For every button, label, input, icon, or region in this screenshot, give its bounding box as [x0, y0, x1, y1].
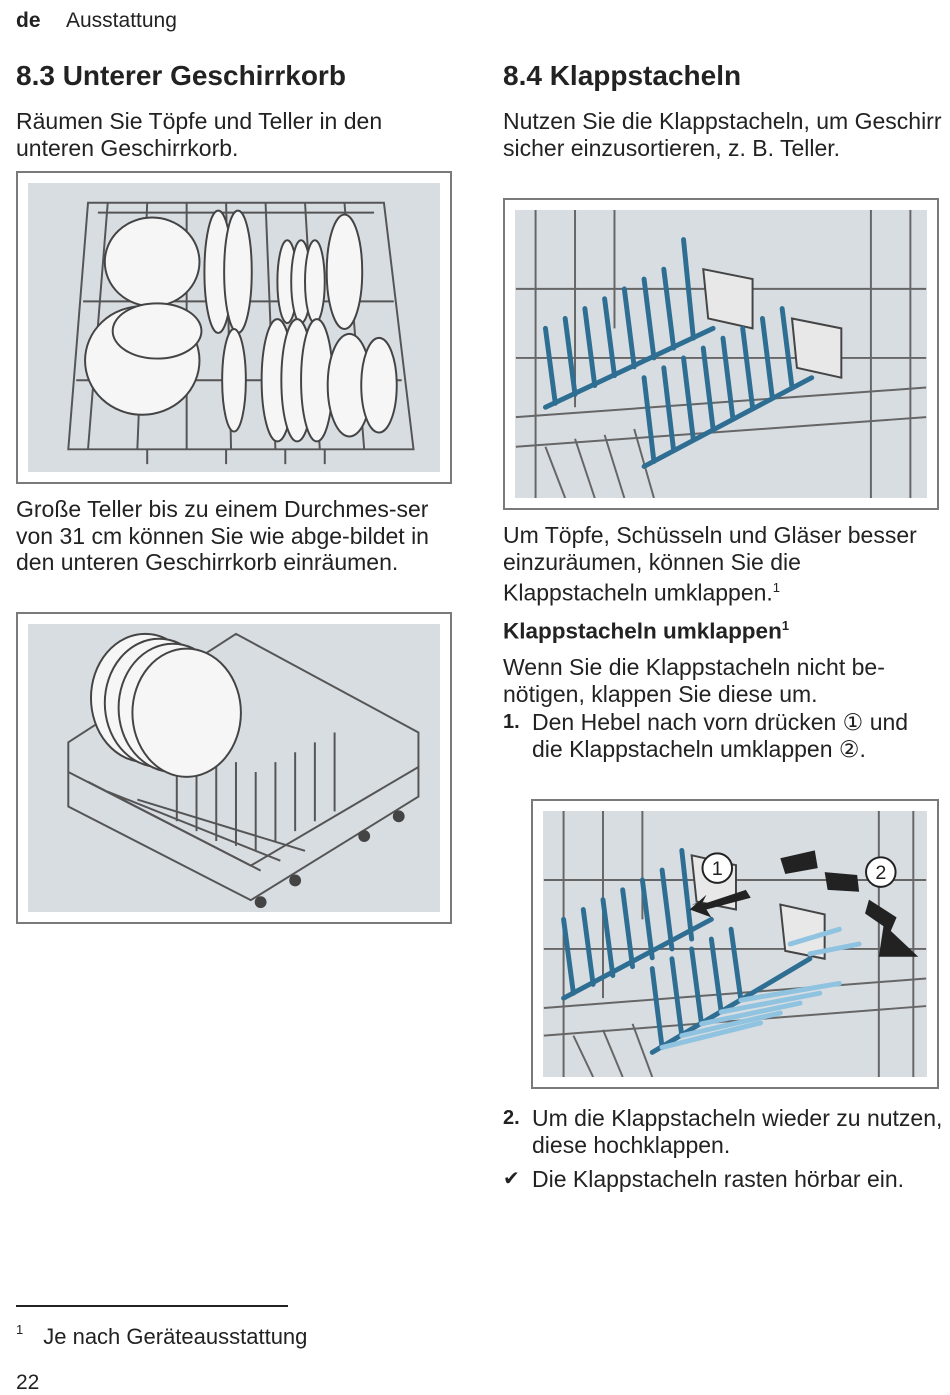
- large-plates-text: Große Teller bis zu einem Durchmes-ser v…: [16, 496, 429, 575]
- fold-info-text: Um Töpfe, Schüsseln und Gläser besser ei…: [503, 522, 943, 606]
- step-2-number: 2.: [503, 1107, 520, 1129]
- fold-info-text-main: Um Töpfe, Schüsseln und Gläser besser ei…: [503, 522, 917, 606]
- callout-1-label: 1: [712, 858, 723, 880]
- footnote-divider: [16, 1305, 288, 1307]
- step-2: 2. Um die Klappstacheln wieder zu nutzen…: [503, 1105, 943, 1158]
- subheading-text: Klappstacheln umklappen: [503, 618, 782, 644]
- step-2-text: Um die Klappstacheln wieder zu nutzen, d…: [532, 1105, 943, 1158]
- callout-1-circle: [701, 852, 734, 884]
- step-1: 1. Den Hebel nach vorn drücken ① und die…: [503, 709, 943, 762]
- lower-basket-top-illustration: [67, 201, 415, 465]
- step-1-number: 1.: [503, 711, 520, 733]
- footnote-mark: 1: [16, 1322, 24, 1337]
- callout-2-circle: [865, 856, 897, 888]
- result-line: ✔ Die Klappstacheln rasten hörbar ein.: [503, 1166, 943, 1193]
- subheading-fold-spikes: Klappstacheln umklappen1: [503, 618, 789, 645]
- checkmark-icon: ✔: [503, 1168, 520, 1190]
- lower-basket-plates-illustration: [67, 632, 420, 909]
- result-text: Die Klappstacheln rasten hörbar ein.: [532, 1166, 905, 1192]
- intro-text-right: Nutzen Sie die Klappstacheln, um Geschir…: [503, 108, 942, 161]
- intro-text-left: Räumen Sie Töpfe und Teller in den unter…: [16, 108, 383, 161]
- footnote-text: Je nach Geräteausstattung: [43, 1324, 308, 1349]
- fold-intro-text: Wenn Sie die Klappstacheln nicht be-nöti…: [503, 654, 885, 707]
- figure-lower-basket-plates: [16, 612, 452, 924]
- heading-unterer-geschirrkorb: 8.3 Unterer Geschirrkorb: [16, 60, 346, 91]
- step-1-text: Den Hebel nach vorn drücken ① und die Kl…: [532, 709, 909, 762]
- section-title: Ausstattung: [66, 9, 177, 32]
- figure-fold-down: 1 2: [531, 799, 939, 1089]
- figure-lower-basket-top: [16, 171, 452, 484]
- subheading-footnote-ref: 1: [781, 618, 790, 633]
- page-number: 22: [16, 1371, 40, 1394]
- callout-2-label: 2: [875, 862, 886, 884]
- heading-klappstacheln: 8.4 Klappstacheln: [503, 60, 742, 91]
- figure-folding-spikes: [503, 198, 939, 510]
- language-code: de: [16, 9, 41, 32]
- footnote-ref: 1: [772, 580, 781, 595]
- fold-down-illustration: 1 2: [543, 811, 927, 1077]
- folding-spikes-illustration: [515, 210, 927, 498]
- footnote: 1 Je nach Geräteausstattung: [16, 1322, 307, 1350]
